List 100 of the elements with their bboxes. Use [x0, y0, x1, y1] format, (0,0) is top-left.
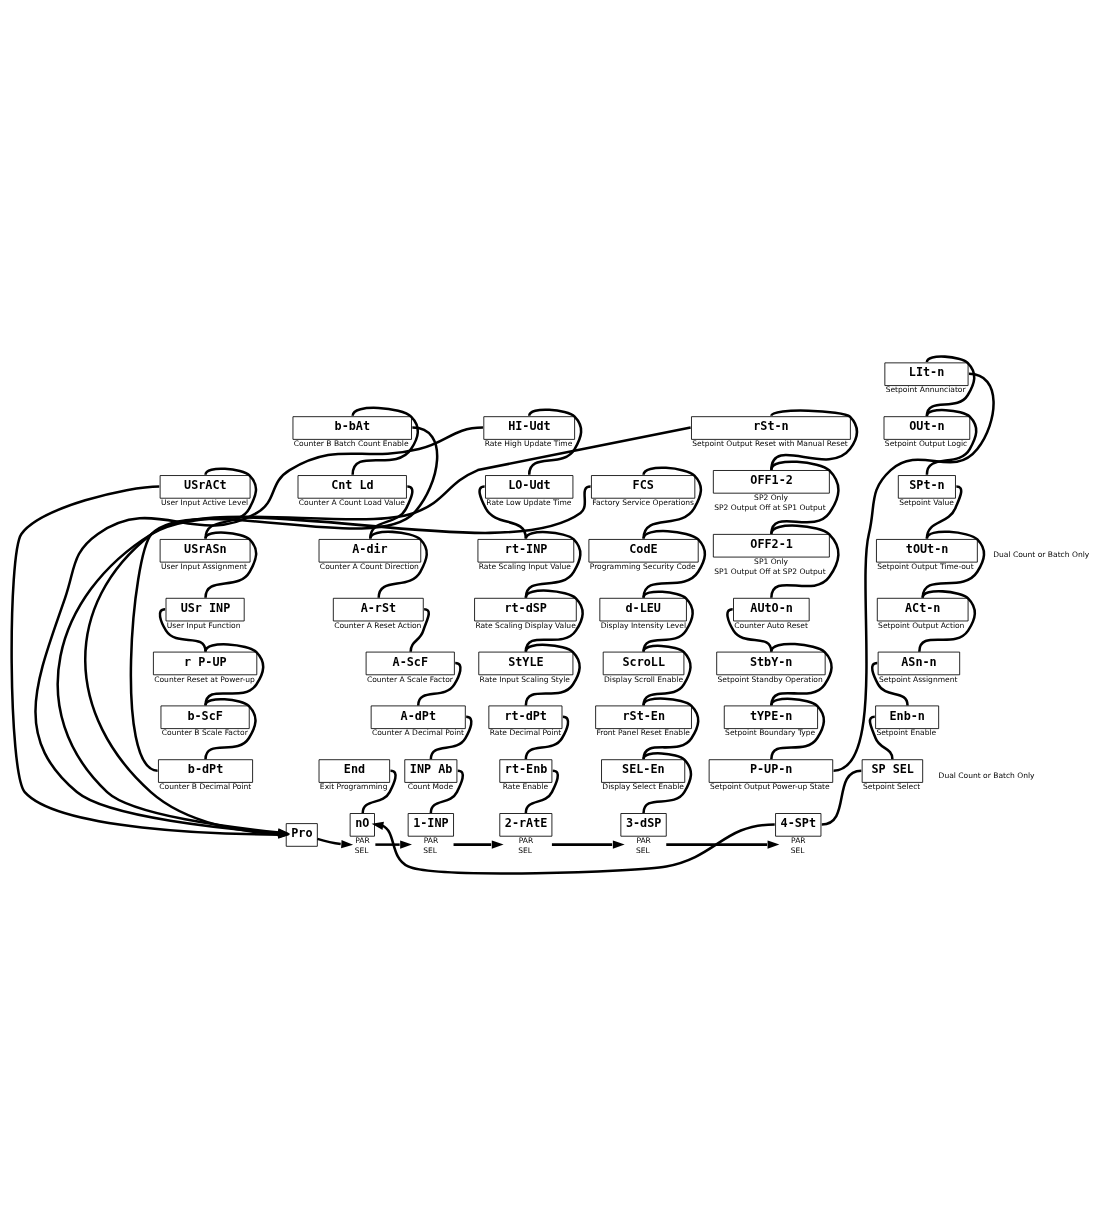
node-label: Factory Service Operations — [592, 497, 695, 507]
arrow — [317, 837, 354, 848]
connector — [642, 751, 693, 813]
connector — [351, 406, 420, 475]
node-label: Setpoint Assignment — [878, 674, 958, 684]
node-label: SEL — [423, 845, 438, 855]
node-label: PAR — [791, 835, 806, 845]
node-label: SP1 Output Off at SP2 Output — [714, 566, 826, 576]
node-label: SEL — [354, 845, 369, 855]
node-label: PAR — [423, 835, 439, 845]
node-label: Setpoint Standby Operation — [717, 674, 823, 684]
node-label: Setpoint Output Power-up State — [709, 781, 830, 791]
connector — [925, 354, 976, 416]
connector — [642, 466, 703, 539]
node-label: Setpoint Output Time-out — [877, 561, 974, 571]
node-label: Count Mode — [407, 781, 454, 791]
node-label: User Input Assignment — [160, 561, 247, 571]
node-label: Display Scroll Enable — [604, 674, 684, 684]
node-label: Rate Enable — [502, 781, 549, 791]
connector — [524, 715, 570, 759]
node-label: Display Select Enable — [602, 781, 684, 791]
node-label: User Input Function — [166, 620, 241, 630]
connector — [821, 768, 862, 826]
node-label: Counter A Scale Factor — [366, 674, 453, 684]
node-label: SEL — [790, 845, 805, 855]
connector — [770, 408, 859, 470]
connector — [921, 529, 986, 598]
node-label: Setpoint Enable — [876, 727, 937, 737]
node-label: PAR — [518, 835, 534, 845]
node-label: Rate Low Update Time — [486, 497, 572, 507]
node-label: Rate Scaling Input Value — [478, 561, 571, 571]
node-label: Exit Programming — [319, 781, 388, 791]
node-label: SP2 Only — [754, 492, 788, 502]
connector — [642, 644, 692, 706]
node-label: Counter B Batch Count Enable — [293, 438, 409, 448]
node-label: Rate Input Scaling Style — [479, 674, 570, 684]
node-label: Rate Scaling Display Value — [475, 620, 576, 630]
connector — [204, 530, 258, 598]
node-label: Counter Auto Reset — [734, 620, 808, 630]
connector — [925, 408, 978, 475]
node-label: PAR — [636, 835, 651, 845]
node-label: Setpoint Annunciator — [885, 384, 966, 394]
node-label: Setpoint Output Logic — [884, 438, 968, 448]
node-label: Counter A Reset Action — [334, 620, 422, 630]
node-label: Counter Reset at Power-up — [154, 674, 255, 684]
connector — [524, 588, 584, 652]
connector — [158, 607, 207, 652]
connector — [925, 484, 963, 539]
connector — [642, 529, 707, 598]
node-label: Counter B Decimal Point — [159, 781, 252, 791]
connector — [429, 768, 465, 813]
node-label: Setpoint Output Action — [878, 620, 965, 630]
node-label: SEL — [518, 845, 533, 855]
node-label: PAR — [355, 835, 370, 845]
arrow — [453, 840, 504, 849]
connector — [868, 715, 894, 759]
connector — [524, 530, 582, 598]
node-label: Counter A Count Direction — [319, 561, 419, 571]
arrow — [371, 821, 775, 875]
node-label: Setpoint Select — [862, 781, 921, 791]
connector — [204, 466, 258, 539]
connector — [870, 661, 909, 706]
connector — [369, 530, 428, 598]
node-label: Counter A Decimal Point — [371, 727, 465, 737]
connector — [770, 459, 840, 534]
connector — [429, 715, 473, 759]
connector — [478, 484, 528, 539]
node-label: Setpoint Boundary Type — [725, 727, 816, 737]
node-label: Front Panel Reset Enable — [596, 727, 690, 737]
connector — [369, 484, 414, 539]
node-label: User Input Active Level — [160, 497, 249, 507]
connector — [770, 697, 826, 759]
arrow — [375, 840, 412, 849]
node-label: Setpoint Value — [899, 497, 954, 507]
node-label: SP1 Only — [754, 556, 788, 566]
connector — [726, 607, 773, 652]
label: Dual Count or Batch Only — [993, 549, 1090, 559]
node-label: Display Intensity Level — [600, 620, 687, 630]
arrow — [666, 840, 780, 849]
connector — [833, 372, 995, 772]
node-label: Counter A Count Load Value — [298, 497, 406, 507]
node-label: Counter B Scale Factor — [161, 727, 248, 737]
connector — [129, 425, 439, 772]
node-label: Rate Decimal Point — [489, 727, 562, 737]
label: Dual Count or Batch Only — [938, 770, 1035, 780]
node-label: Setpoint Output Reset with Manual Reset — [692, 438, 848, 448]
connector — [204, 697, 257, 759]
connector — [642, 589, 694, 652]
node-label: Programming Security Code — [589, 561, 696, 571]
node-label: SEL — [635, 845, 650, 855]
connector — [417, 661, 462, 706]
node-label: Rate High Update Time — [484, 438, 573, 448]
connector — [770, 642, 833, 706]
node-label: SP2 Output Off at SP1 Output — [714, 502, 826, 512]
connector — [204, 642, 265, 706]
connector — [524, 768, 560, 813]
arrow — [551, 840, 625, 849]
connector — [642, 696, 700, 759]
connector — [527, 407, 583, 475]
connector — [361, 768, 397, 813]
